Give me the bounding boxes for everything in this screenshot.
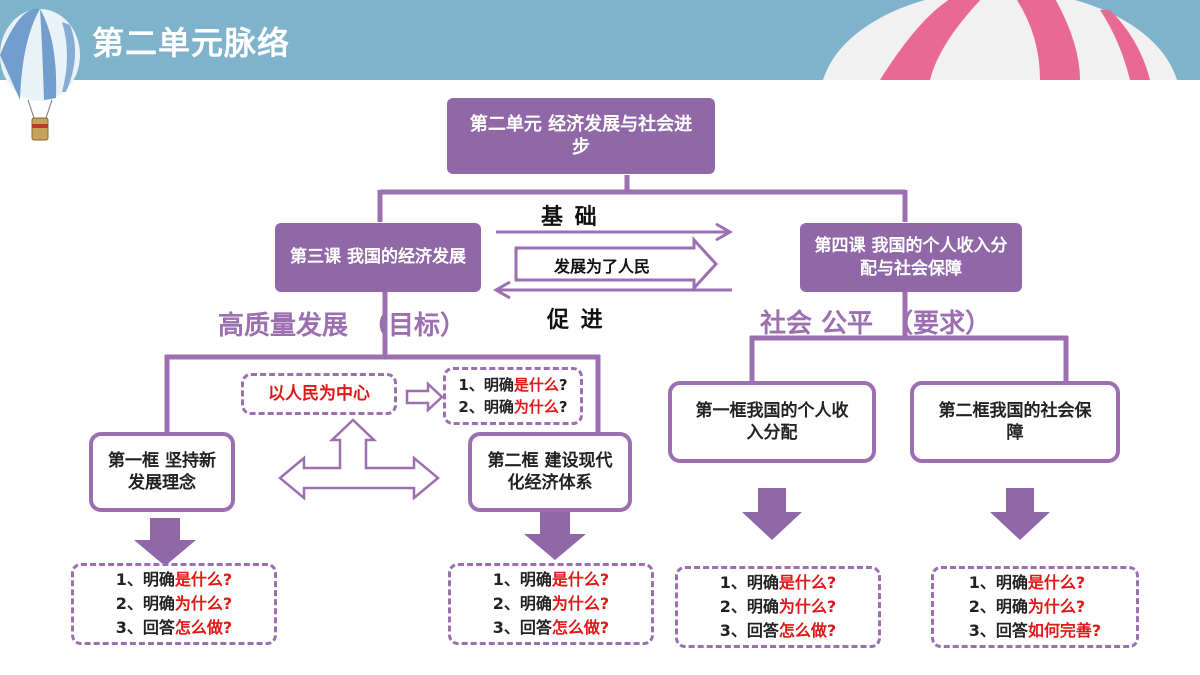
promote-label: 促 进 — [547, 308, 605, 333]
questions-list-3: 1、明确是什么? 2、明确为什么? 3、回答怎么做? — [719, 573, 837, 640]
questions-box-3: 1、明确是什么? 2、明确为什么? 3、回答怎么做? — [675, 566, 881, 648]
frame-box-2[interactable]: 第二框 建设现代化经济体系 — [468, 432, 632, 512]
frame-label-3: 第一框我国的个人收入分配 — [695, 400, 849, 443]
lesson3-label: 第三课 我国的经济发展 — [290, 247, 466, 268]
questions-list-4: 1、明确是什么? 2、明确为什么? 3、回答如何完善? — [968, 573, 1102, 640]
lesson3-box[interactable]: 第三课 我国的经济发展 — [275, 223, 481, 292]
basis-label: 基 础 — [541, 205, 599, 230]
basis-arrow — [496, 222, 734, 242]
hot-air-balloon-icon — [0, 8, 80, 141]
people-center-box[interactable]: 以人民为中心 — [241, 373, 397, 415]
lesson4-box[interactable]: 第四课 我国的个人收入分配与社会保障 — [800, 223, 1022, 292]
left-theme: 高质量发展 （目标） — [218, 305, 466, 342]
right-arrow-icon — [405, 381, 444, 413]
frame-box-4[interactable]: 第二框我国的社会保障 — [910, 381, 1120, 463]
double-arrow-icon — [278, 418, 440, 501]
people-center-label: 以人民为中心 — [268, 383, 370, 404]
frame-label-1: 第一框 坚持新发展理念 — [108, 450, 216, 493]
right-theme-text: 社会 公平 — [760, 309, 874, 339]
right-theme: 社会 公平 （要求） — [760, 303, 991, 340]
questions-box-4: 1、明确是什么? 2、明确为什么? 3、回答如何完善? — [931, 566, 1139, 648]
right-theme-note: （要求） — [887, 309, 992, 339]
frame-label-4: 第二框我国的社会保障 — [938, 400, 1092, 443]
left-theme-note: （目标） — [362, 311, 467, 341]
left-theme-text: 高质量发展 — [218, 311, 349, 341]
questions-box-1: 1、明确是什么? 2、明确为什么? 3、回答怎么做? — [71, 563, 277, 645]
mid-questions-list: 1、明确是什么? 2、明确为什么? — [458, 375, 568, 417]
down-arrows — [134, 488, 1050, 566]
center-arrow-shape — [514, 236, 719, 292]
balloon-decoration — [0, 0, 1177, 141]
lesson4-label: 第四课 我国的个人收入分配与社会保障 — [814, 236, 1008, 279]
questions-list-1: 1、明确是什么? 2、明确为什么? 3、回答怎么做? — [115, 570, 233, 637]
frame-box-3[interactable]: 第一框我国的个人收入分配 — [668, 381, 876, 463]
center-arrow-label: 发展为了人民 — [554, 257, 651, 276]
questions-list-2: 1、明确是什么? 2、明确为什么? 3、回答怎么做? — [492, 570, 610, 637]
pink-balloon-icon — [823, 0, 1177, 80]
questions-box-2: 1、明确是什么? 2、明确为什么? 3、回答怎么做? — [448, 563, 654, 645]
frame-box-1[interactable]: 第一框 坚持新发展理念 — [89, 432, 235, 512]
unit-root-label: 第二单元 经济发展与社会进步 — [469, 113, 693, 158]
frame-label-2: 第二框 建设现代化经济体系 — [487, 450, 613, 493]
unit-root-box[interactable]: 第二单元 经济发展与社会进步 — [447, 98, 715, 174]
page-title: 第二单元脉络 — [92, 24, 291, 62]
mid-questions-box: 1、明确是什么? 2、明确为什么? — [443, 367, 583, 425]
